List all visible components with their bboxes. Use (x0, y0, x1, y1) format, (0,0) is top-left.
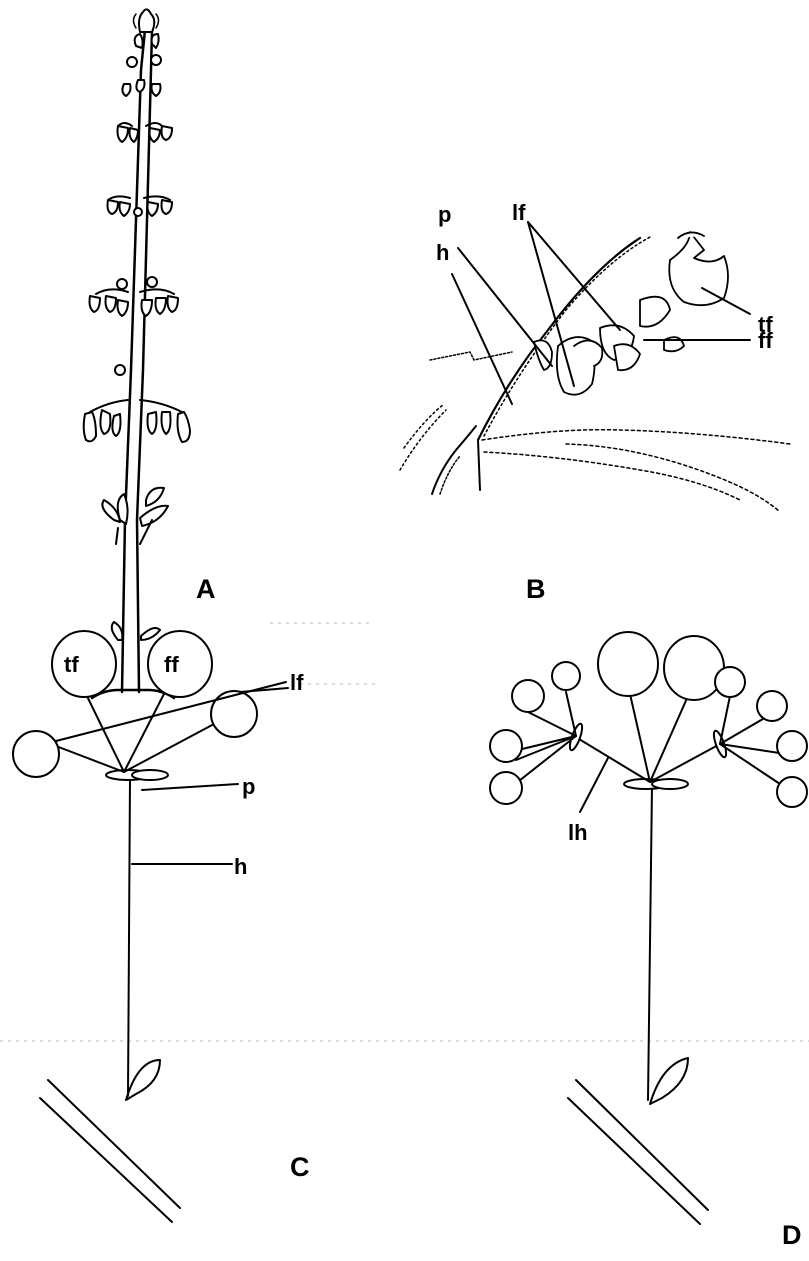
panel-b-label: B (526, 574, 546, 604)
panel-b-label-h: h (436, 240, 449, 265)
panel-a-label: A (196, 574, 216, 604)
panel-a-plant-drawing (84, 9, 190, 698)
panel-c-label-p: p (242, 774, 255, 799)
panel-c-label-lf: lf (290, 670, 304, 695)
panel-b-label-ff: ff (758, 328, 773, 353)
panel-b-label-p: p (438, 202, 451, 227)
panel-d-label: D (782, 1220, 802, 1250)
panel-b-inflorescence-drawing (400, 232, 790, 512)
panel-d-schematic (490, 632, 807, 1224)
panel-c-label-h: h (234, 854, 247, 879)
panel-d-label-lh: lh (568, 820, 588, 845)
panel-c-label-tf: tf (64, 652, 79, 677)
panel-c-label-ff: ff (164, 652, 179, 677)
panel-b-leader-lines (452, 222, 750, 404)
panel-c-schematic (13, 631, 288, 1222)
panel-c-label: C (290, 1152, 310, 1182)
panel-b-label-lf: lf (512, 200, 526, 225)
